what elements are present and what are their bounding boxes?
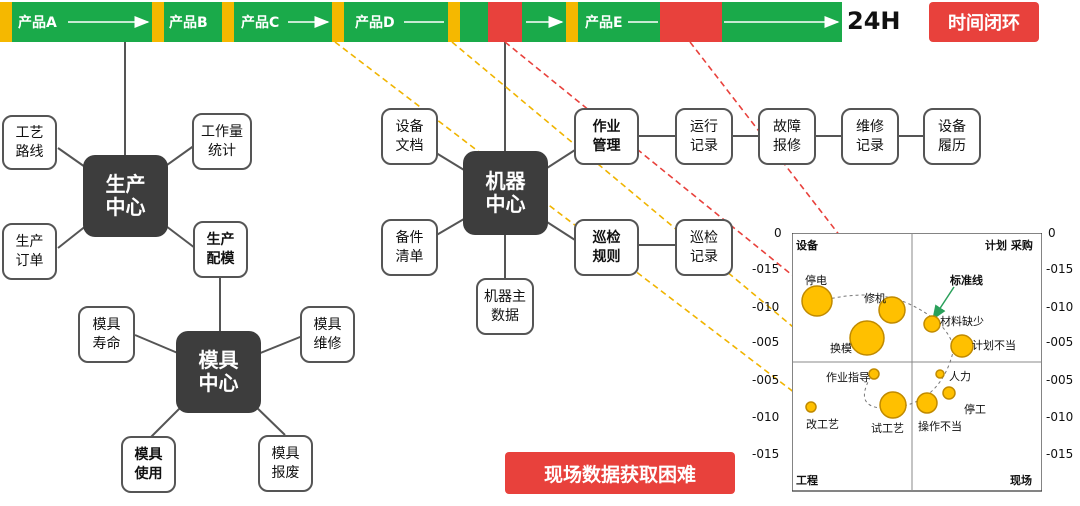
run-segment [164,2,222,42]
standard-line-arrow [932,286,955,321]
spare-list-node: 备件清单 [381,219,438,276]
standard-line-arc [819,294,955,409]
hub-line: 中心 [485,192,526,216]
die-life-node: 模具寿命 [78,306,135,363]
die-scrap-node: 模具报废 [258,435,313,492]
right-tick: -010 [1046,410,1074,424]
right-tick: -015 [1046,262,1074,276]
right-tick: -010 [1046,300,1074,314]
production-center-hub: 生产中心 [83,155,168,237]
bubble-layer [801,285,974,419]
fault-report-node: 故障报修 [758,108,816,165]
hub-line: 中心 [198,371,239,395]
bubble-label-die-change: 换模 [830,342,852,355]
left-tick: -005 [752,373,780,387]
inspect-rules-node: 巡检规则 [574,219,639,276]
changeover-segment [566,2,578,42]
run-segment [460,2,488,42]
trace-arrow-red-1 [504,41,810,290]
hub-line: 中心 [105,195,146,219]
left-tick: -010 [752,300,780,314]
work-mgmt-node: 作业管理 [574,108,639,165]
left-tick: -015 [752,447,780,461]
trace-arrow-yellow-1 [334,41,814,407]
changeover-segment [332,2,344,42]
bubble-label-power-outage: 停电 [805,274,827,287]
hub-line: 模具 [198,348,239,372]
production-order-node: 生产订单 [2,223,57,280]
quadrant-top-left-label: 设备 [796,239,818,252]
equip-docs-node: 设备文档 [381,108,438,165]
standard-line-label: 标准线 [950,274,983,287]
die-use-node: 模具使用 [121,436,176,493]
bubble-label-material-shortage: 材料缺少 [940,315,984,328]
bubble-人力 [935,369,945,379]
bubble-label-process-trial: 试工艺 [871,422,904,435]
changeover-segment [152,2,164,42]
hub-line: 机器 [485,169,526,193]
master-data-node: 机器主数据 [476,278,534,335]
product-a-label: 产品A [18,15,57,31]
changeover-segment [222,2,234,42]
bubble-计划不当 [950,334,974,358]
bubble-试工艺 [879,391,907,419]
hub-line: 生产 [105,172,146,196]
quadrant-top-right-label: 计划 采购 [985,239,1033,252]
bubble-改工艺 [805,401,817,413]
downtime-segment [660,2,722,42]
left-tick: 0 [774,226,782,240]
bubble-label-work-instruction: 作业指导 [826,371,870,384]
changeover-segment [448,2,460,42]
bubble-label-manpower: 人力 [949,370,971,383]
equip-history-node: 设备履历 [923,108,981,165]
bubble-停电 [801,285,833,317]
repair-record-node: 维修记录 [841,108,899,165]
product-b-label: 产品B [169,15,208,31]
right-tick: -015 [1046,447,1074,461]
bubble-停工 [942,386,956,400]
workload-stats-node: 工作量统计 [192,113,252,170]
product-d-label: 产品D [355,15,395,31]
timeline-arrows [68,16,840,28]
bubble-材料缺少 [923,315,941,333]
die-maint-node: 模具维修 [300,306,355,363]
time-closure-tag: 时间闭环 [929,2,1039,42]
quadrant-bottom-right-label: 现场 [1010,474,1032,487]
product-e-label: 产品E [585,15,623,31]
bubble-label-stoppage: 停工 [964,403,986,416]
right-tick: 0 [1048,226,1056,240]
bubble-label-misoperation: 操作不当 [918,420,962,433]
left-tick: -010 [752,410,780,424]
bubble-label-machine-repair: 修机 [864,292,886,305]
bubble-操作不当 [916,392,938,414]
production-die-node: 生产配模 [193,221,248,278]
bubble-label-process-change: 改工艺 [806,418,839,431]
die-center-hub: 模具中心 [176,331,261,413]
run-record-node: 运行记录 [675,108,733,165]
left-tick: -015 [752,262,780,276]
left-tick: -005 [752,335,780,349]
bubble-修机 [878,296,906,324]
process-route-node: 工艺路线 [2,115,57,170]
right-tick: -005 [1046,373,1074,387]
field-data-difficulty-tag: 现场数据获取困难 [505,452,735,494]
quadrant-bottom-left-label: 工程 [796,474,818,487]
bubble-换模 [849,320,885,356]
inspect-record-node: 巡检记录 [675,219,733,276]
bubble-label-bad-planning: 计划不当 [972,339,1016,352]
downtime-segment [488,2,522,42]
timeline-end-label: 24H [847,7,901,35]
work-chain-lines [639,135,923,246]
quadrant-chart [792,233,1042,492]
trace-arrow-red-2 [689,41,889,300]
bubble-作业指导 [868,368,880,380]
product-c-label: 产品C [241,15,280,31]
right-tick: -005 [1046,335,1074,349]
changeover-segment [0,2,12,42]
machine-center-hub: 机器中心 [463,151,548,235]
